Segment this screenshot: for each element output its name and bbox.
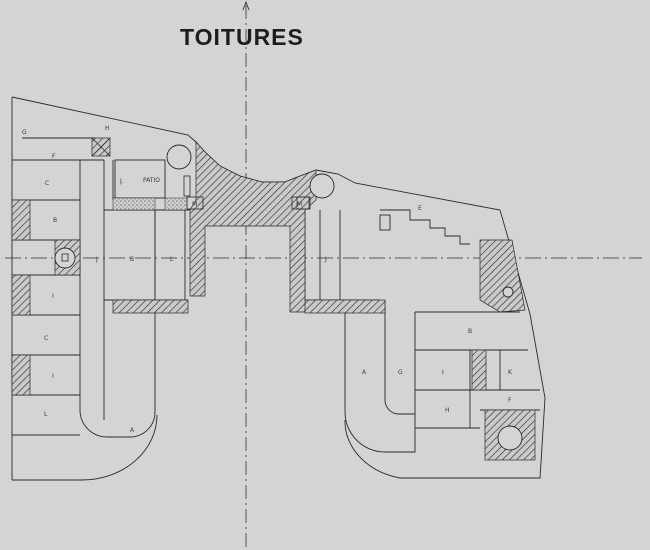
cupola-hub-left [54,247,76,269]
label-l-left: L [170,256,174,263]
label-h-right: H [445,407,450,414]
label-j-patio: J. [119,178,124,185]
cupola-stair-right [497,425,523,451]
label-i-lower: I [52,373,54,380]
label-h: H [105,125,110,132]
axis-arrow [242,0,250,11]
label-b-right: B [468,328,472,335]
label-g-right: G [398,369,403,376]
label-patio: PATIO [143,177,160,184]
label-a-right: A [362,369,367,376]
label-m2: M [297,201,302,208]
hatched-roofs [11,137,536,461]
cupola-small-right [502,286,514,298]
cupola-left [166,144,192,170]
label-i-left: I [52,293,54,300]
label-l-lower: L [44,411,48,418]
axes [5,0,642,548]
label-k-right: K [508,369,513,376]
label-b-upper: B [53,217,57,224]
cupolas [54,144,523,451]
label-g: G [22,129,27,136]
label-e: E [418,205,422,212]
label-m1: M [192,201,197,208]
dotted-strips [112,197,188,211]
drawing-title: TOITURES [180,24,304,50]
label-f: F [52,153,56,160]
label-j-right: J [324,256,327,263]
label-i-right: I [442,369,444,376]
label-f-right: F [508,397,512,404]
room-labels: G H F C J. PATIO M M E B B J I L C I L A… [22,125,513,434]
label-c-top: C [45,180,49,187]
label-b-center: B [130,256,134,263]
cupola-center [309,173,335,199]
label-ch-left: C [44,335,48,342]
label-a-left: A [130,427,135,434]
label-ij: J [95,256,98,263]
